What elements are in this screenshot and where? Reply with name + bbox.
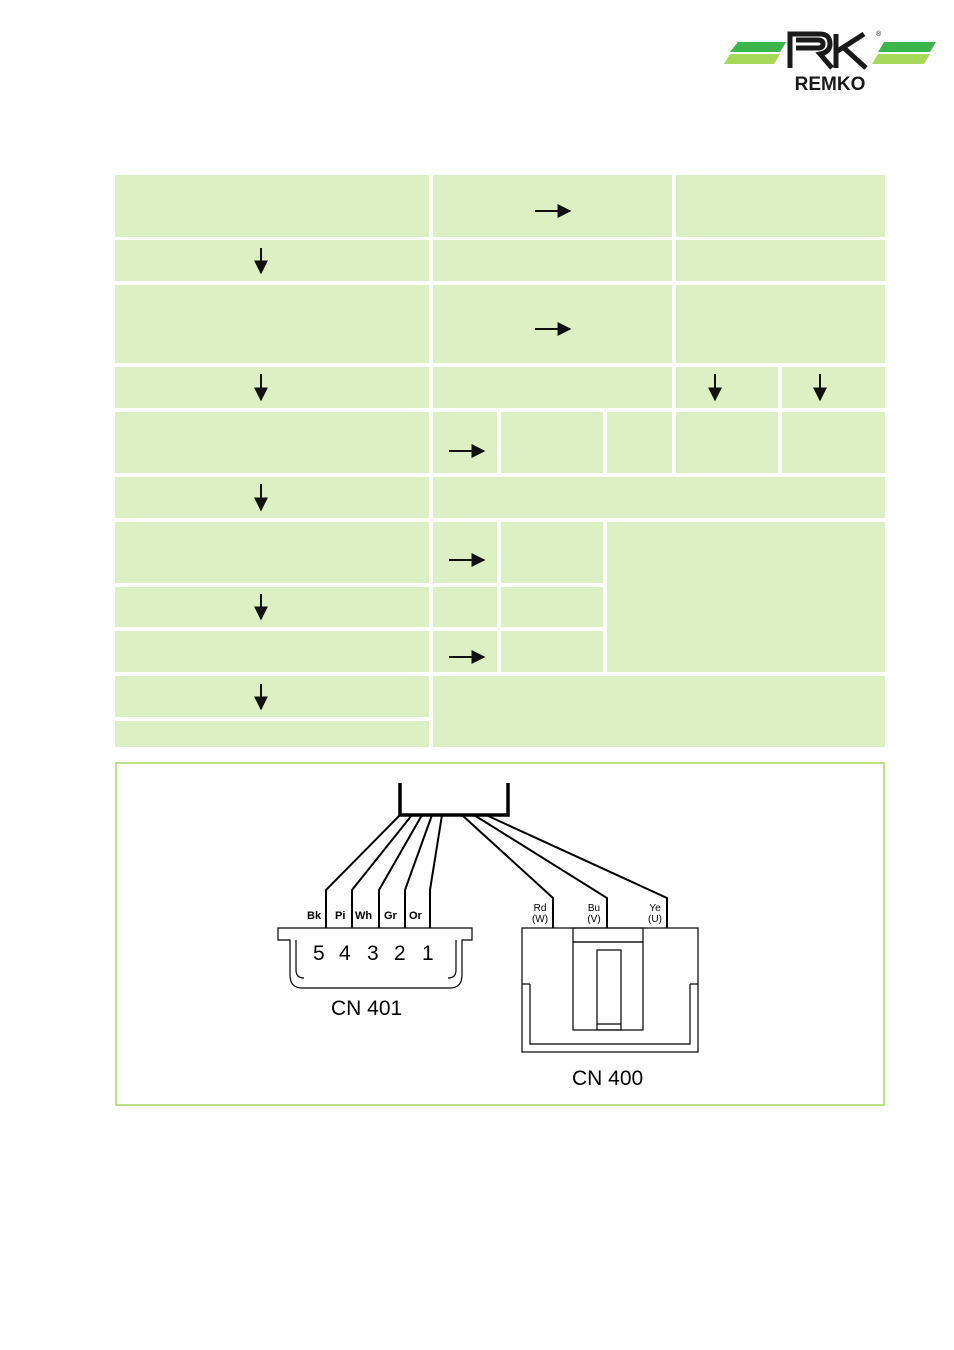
cn401-wire-label: Bk [307,910,322,922]
troubleshooting-flowchart [115,175,885,747]
flow-cell-r2-c3 [676,240,885,281]
flow-cell-r5-arrow [433,412,497,473]
flow-cell-r4-c1 [115,367,429,408]
flow-cell-r4-c2 [433,367,672,408]
logo-stripe-right-bottom [872,54,930,64]
flow-cell-r9-c2 [501,631,603,672]
flow-cell-r2-c2 [433,240,672,281]
cn401-pin-number: 3 [367,942,379,965]
flow-cell-r10-c1 [115,676,429,717]
flow-cell-r9-arrow [433,631,497,672]
flow-cell-r1-c1 [115,175,429,237]
cn401-pin-number: 1 [422,942,434,965]
flow-cell-r8-c1 [115,587,429,627]
cn401-wire-label: Or [409,910,423,922]
cn400-label: CN 400 [572,1067,643,1090]
logo-registered-mark: ® [876,30,882,38]
logo-stripe-left-top [730,42,786,52]
cn401-pin-number: 4 [339,942,351,965]
flow-cell-r11-c1 [115,721,429,747]
flow-cell-r4-c3a [676,367,778,408]
flow-cell-r5-c3a [676,412,778,473]
logo-rk-mark [787,31,868,70]
cn401-pin-number: 2 [394,942,406,965]
logo-stripe-left-bottom [724,54,780,64]
cn400-wire-color: Ye [649,903,661,914]
motor-lead-holder [398,783,510,817]
wiring-frame [115,762,885,1106]
remko-logo: ® REMKO [724,30,936,94]
flow-cell-r5-c2a [501,412,603,473]
logo-brand-text: REMKO [795,74,866,94]
flow-cell-r5-c1 [115,412,429,473]
flow-cell-r5-c3b [782,412,885,473]
cn400-connector [521,927,699,1053]
cn400-wires [461,814,668,928]
flow-cell-r3-c3 [676,285,885,363]
cn400-wire-color: Rd [534,903,547,914]
flow-cell-r1-c3 [676,175,885,237]
flow-cell-r3-c1 [115,285,429,363]
flow-cell-r3-c2 [433,285,672,363]
cn401-connector [277,927,473,989]
flow-cell-r10-11-merged [433,676,885,747]
flow-cell-r8-arrow [433,587,497,627]
flow-cell-r7-c2 [501,522,603,583]
flow-cell-r9-c1 [115,631,429,672]
cn401-label: CN 401 [331,997,402,1020]
flow-cell-r1-c2 [433,175,672,237]
flow-cell-r7-9-merged [607,522,885,672]
flow-cell-r7-c1 [115,522,429,583]
flow-cell-r2-c1 [115,240,429,281]
cn401-wire-label: Wh [355,910,372,922]
flow-cell-r4-c3b [782,367,885,408]
logo-stripe-right-top [878,42,936,52]
flow-cell-r6-c2 [433,477,885,518]
flow-cell-r5-c2b [607,412,672,473]
cn401-pin-number: 5 [313,942,325,965]
cn401-wires [325,814,443,928]
flow-cell-r7-arrow [433,522,497,583]
cn400-wire-phase: (V) [587,914,600,925]
flow-cell-r8-c2 [501,587,603,627]
cn401-wire-label: Gr [384,910,398,922]
cn401-wire-label: Pi [335,910,345,922]
cn400-wire-phase: (U) [648,914,662,925]
flow-cell-r6-c1 [115,477,429,518]
cn400-wire-color: Bu [588,903,600,914]
cn400-wire-phase: (W) [532,914,548,925]
